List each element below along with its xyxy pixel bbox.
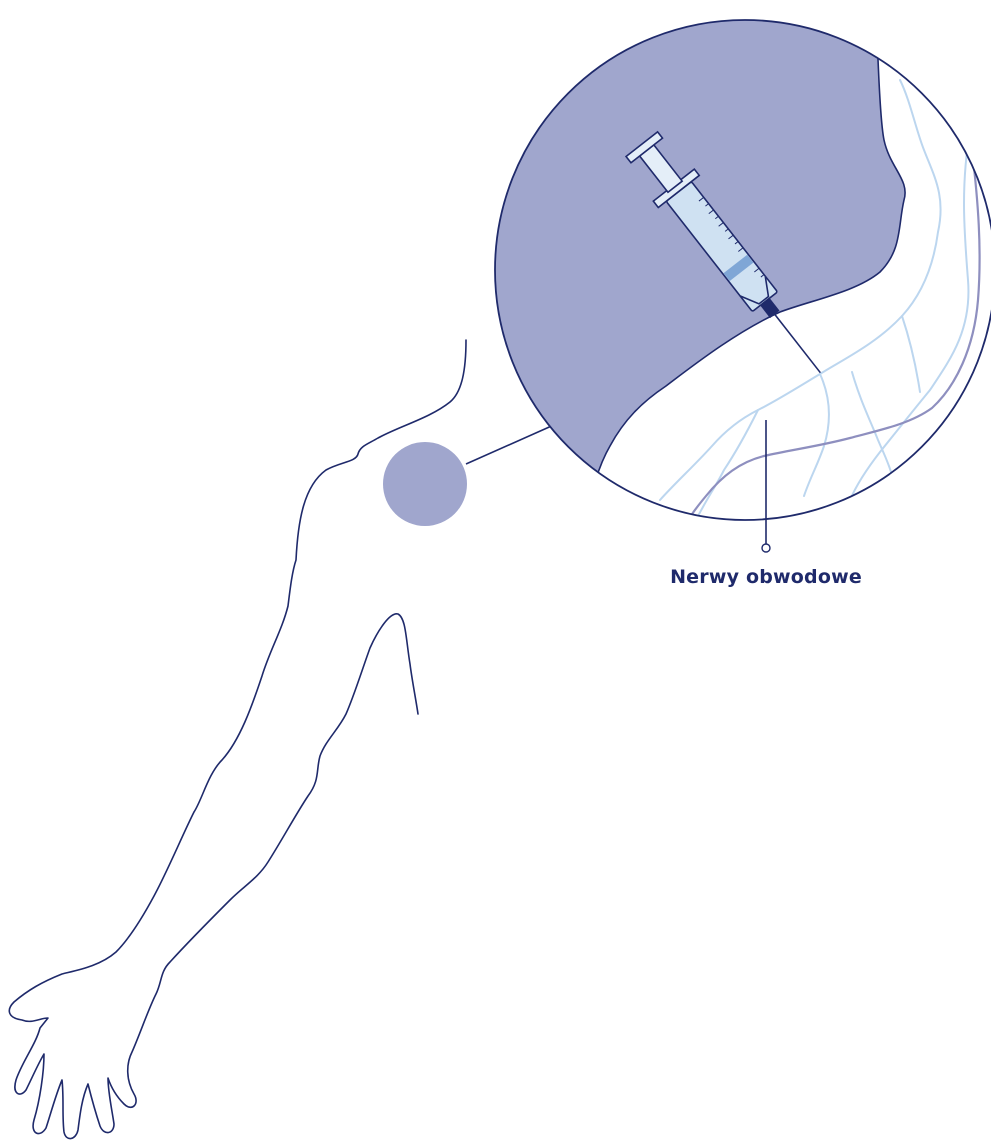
- nerves-label: Nerwy obwodowe: [606, 566, 926, 588]
- magnifier-connector-line: [466, 424, 556, 464]
- injection-site-marker: [383, 442, 467, 526]
- magnified-view: [480, 10, 991, 540]
